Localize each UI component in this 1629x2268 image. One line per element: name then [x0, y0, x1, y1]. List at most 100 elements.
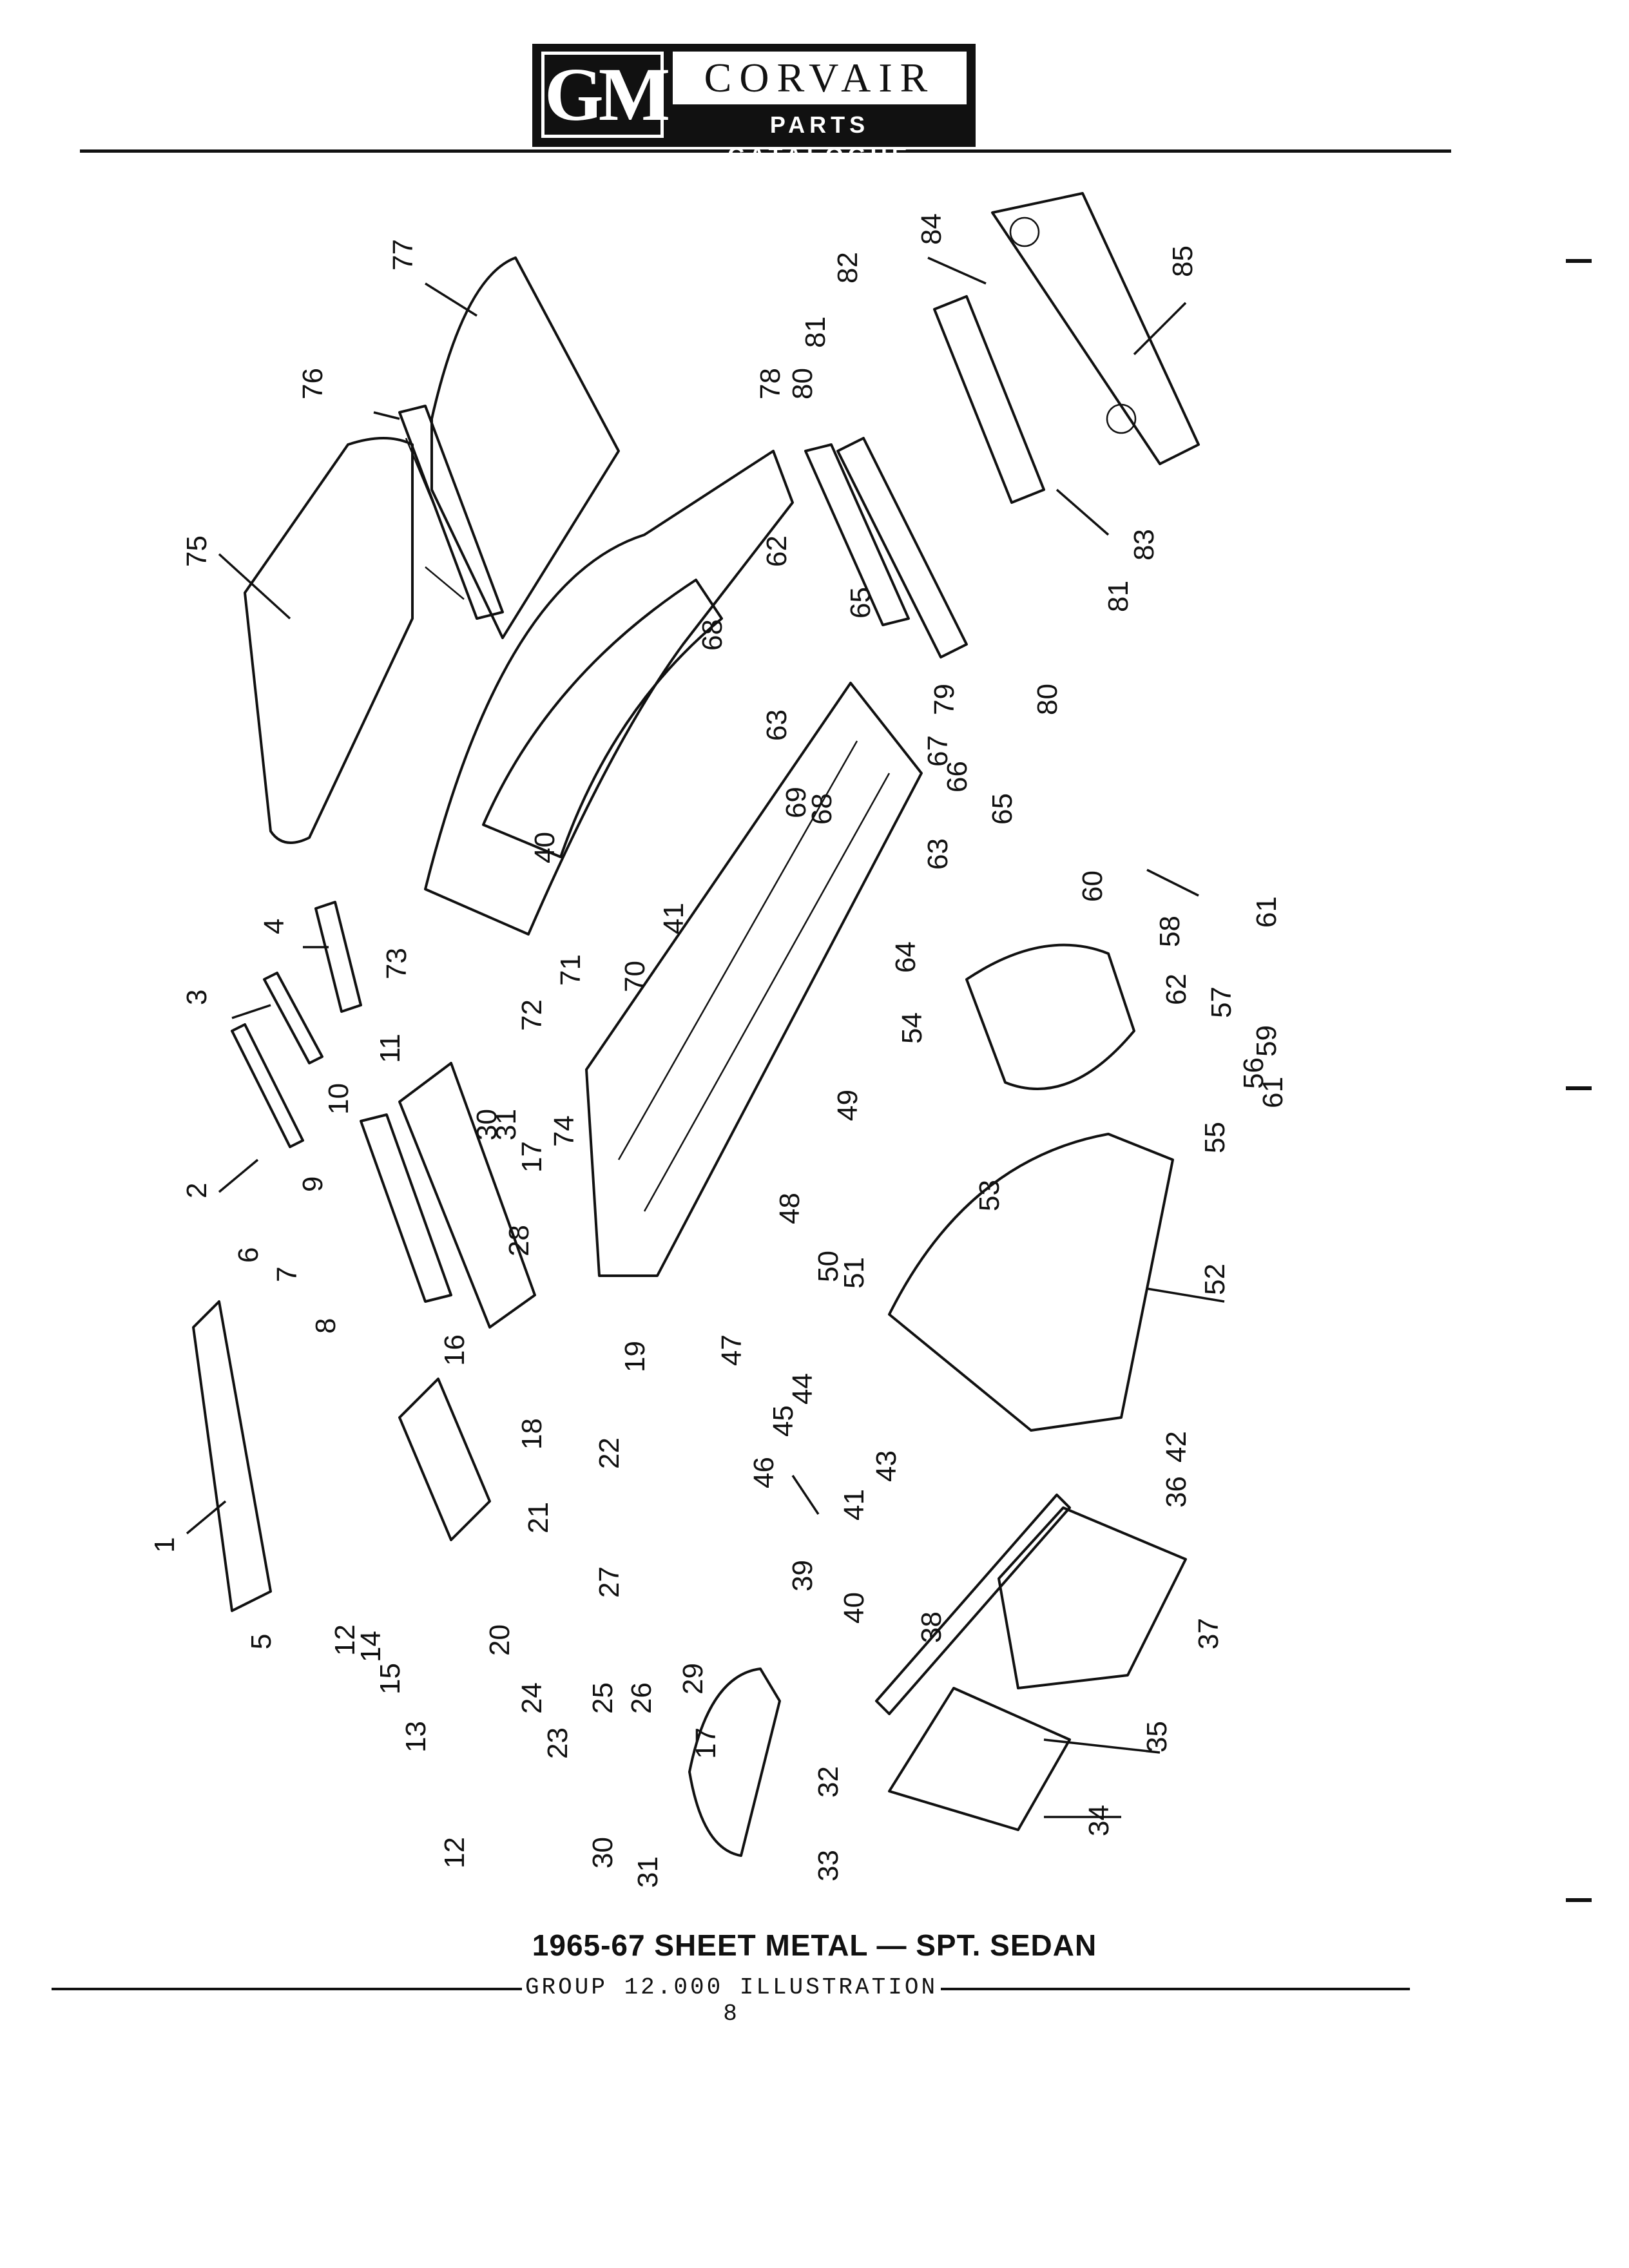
- callout-label: 7: [271, 1267, 303, 1282]
- callout-label: 64: [890, 941, 921, 973]
- callout-label: 79: [929, 684, 960, 715]
- gm-corvair-logo: GM CORVAIR PARTS CATALOGUE: [532, 44, 976, 169]
- callout-label: 36: [1161, 1476, 1192, 1508]
- callout-label: 17: [690, 1727, 722, 1759]
- callout-label: 46: [748, 1457, 780, 1488]
- callout-label: 81: [800, 316, 831, 348]
- callout-label: 33: [813, 1850, 844, 1881]
- callout-label: 32: [813, 1766, 844, 1798]
- callout-label: 50: [813, 1251, 844, 1282]
- logo-subtitle: PARTS CATALOGUE: [728, 111, 912, 169]
- callout-label: 11: [374, 1033, 406, 1063]
- callout-label: 56: [1238, 1057, 1269, 1089]
- callout-label: 45: [767, 1405, 799, 1437]
- callout-label: 61: [1257, 1077, 1289, 1108]
- callout-label: 59: [1251, 1025, 1282, 1057]
- callout-label: 51: [838, 1257, 870, 1289]
- callout-label: 9: [297, 1177, 329, 1192]
- callout-label: 40: [838, 1592, 870, 1624]
- callout-label: 20: [484, 1624, 516, 1656]
- footer-rule-right: [941, 1988, 1410, 1990]
- callout-label: 72: [516, 999, 548, 1031]
- callout-label: 53: [974, 1180, 1005, 1211]
- callout-label: 80: [787, 368, 818, 399]
- callout-label: 62: [761, 535, 793, 567]
- callout-label: 41: [658, 903, 689, 934]
- callout-label: 2: [181, 1183, 213, 1198]
- margin-mark: [1566, 259, 1592, 263]
- callout-label: 34: [1083, 1805, 1115, 1836]
- callout-label: 8: [310, 1318, 342, 1334]
- group-illustration-caption: GROUP 12.000 ILLUSTRATION 8: [525, 1974, 938, 2027]
- callout-label: 23: [542, 1727, 574, 1759]
- header-rule: [80, 149, 1451, 153]
- callout-labels: 1 2 3 4 5 6 7 8 9 10 11 12 12 13 14 15 1…: [149, 213, 1289, 1888]
- callout-label: 21: [523, 1502, 554, 1533]
- callout-label: 61: [1251, 896, 1282, 928]
- callout-label: 26: [626, 1682, 657, 1714]
- callout-label: 63: [761, 709, 793, 741]
- callout-label: 78: [755, 368, 786, 399]
- callout-label: 22: [593, 1437, 625, 1469]
- callout-label: 55: [1199, 1122, 1231, 1153]
- callout-label: 54: [896, 1012, 928, 1044]
- callout-label: 84: [916, 213, 947, 245]
- callout-label: 48: [774, 1193, 805, 1224]
- callout-label: 66: [941, 761, 973, 793]
- callout-label: 16: [439, 1334, 470, 1366]
- callout-label: 15: [374, 1663, 406, 1695]
- callout-label: 42: [1161, 1431, 1192, 1463]
- callout-label: 19: [619, 1341, 651, 1372]
- callout-label: 85: [1167, 245, 1199, 277]
- callout-label: 6: [233, 1247, 264, 1263]
- callout-label: 68: [806, 793, 838, 825]
- callout-label: 65: [845, 587, 876, 619]
- callout-label: 76: [297, 368, 329, 399]
- callout-label: 70: [619, 961, 651, 992]
- callout-label: 69: [780, 787, 812, 818]
- callout-label: 28: [503, 1225, 535, 1256]
- callout-label: 10: [323, 1083, 354, 1115]
- logo-name: CORVAIR: [673, 52, 967, 104]
- callout-label: 13: [400, 1721, 432, 1753]
- callout-label: 4: [258, 919, 290, 934]
- callout-label: 65: [987, 793, 1018, 825]
- callout-label: 35: [1141, 1721, 1173, 1753]
- callout-label: 41: [838, 1489, 870, 1521]
- callout-label: 39: [787, 1560, 818, 1591]
- callout-label: 57: [1206, 986, 1237, 1018]
- logo-mark: GM: [541, 52, 670, 138]
- callout-label: 52: [1199, 1264, 1231, 1295]
- callout-label: 3: [181, 990, 213, 1005]
- callout-label: 83: [1128, 529, 1160, 561]
- callout-label: 67: [922, 735, 954, 767]
- callout-label: 14: [355, 1631, 387, 1662]
- illustration-title: 1965-67 SHEET METAL — SPT. SEDAN: [532, 1928, 1097, 1962]
- callout-label: 58: [1154, 916, 1186, 947]
- callout-label: 40: [529, 832, 561, 863]
- callout-label: 18: [516, 1418, 548, 1450]
- callout-label: 17: [516, 1141, 548, 1173]
- callout-label: 27: [593, 1566, 625, 1598]
- callout-label: 38: [916, 1611, 947, 1643]
- margin-mark: [1566, 1086, 1592, 1090]
- callout-label: 80: [1032, 684, 1063, 715]
- callout-label: 25: [587, 1682, 619, 1714]
- callout-label: 71: [555, 954, 586, 986]
- callout-label: 60: [1077, 870, 1108, 902]
- callout-label: 75: [181, 535, 213, 567]
- callout-label: 1: [149, 1537, 180, 1553]
- callout-label: 5: [246, 1634, 277, 1649]
- callout-label: 82: [832, 252, 863, 284]
- callout-label: 30: [587, 1837, 619, 1869]
- callout-label: 24: [516, 1682, 548, 1714]
- callout-label: 77: [387, 239, 419, 271]
- part-outlines: [192, 192, 1200, 1857]
- callout-label: 63: [922, 838, 954, 870]
- footer-rule-left: [52, 1988, 522, 1990]
- callout-label: 43: [871, 1450, 902, 1482]
- callout-label: 37: [1193, 1618, 1224, 1649]
- callout-label: 29: [677, 1663, 709, 1695]
- callout-label: 49: [832, 1090, 863, 1121]
